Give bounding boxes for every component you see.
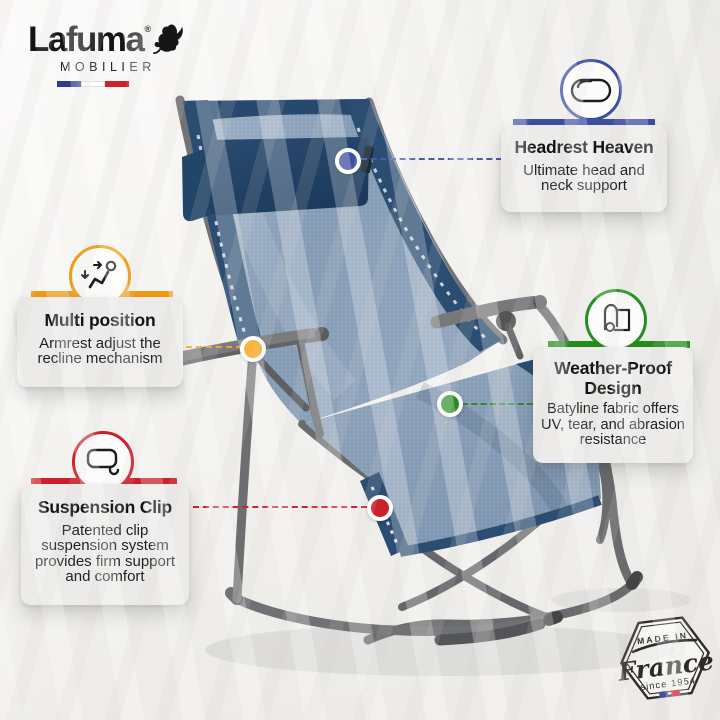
callout-title: Suspension Clip bbox=[37, 497, 173, 517]
recline-figure-icon bbox=[69, 245, 131, 307]
callout-title: Weather-Proof Design bbox=[554, 358, 672, 398]
badge-flag-red bbox=[671, 689, 681, 697]
fabric-roll-icon bbox=[585, 289, 647, 351]
flag-blue-stripe bbox=[57, 81, 81, 87]
french-flag bbox=[57, 81, 129, 87]
connector-line-suspension-clip bbox=[193, 506, 367, 508]
callout-card-weather-proof: Weather-Proof Design Batyline fabric off… bbox=[533, 347, 693, 463]
callout-card-suspension-clip: Suspension Clip Patented clip suspension… bbox=[21, 484, 189, 605]
brand-name: Lafuma bbox=[28, 20, 145, 59]
callout-card-headrest: Headrest Heaven Ultimate head and neck s… bbox=[501, 125, 667, 212]
callout-body: Ultimate head and neck support bbox=[523, 161, 645, 195]
accent-bar-headrest bbox=[513, 119, 655, 126]
feature-dot-suspension-clip bbox=[367, 495, 393, 521]
callout-title: Multi position bbox=[44, 310, 156, 330]
headrest-pillow-icon bbox=[560, 59, 622, 121]
connector-line-weather-proof bbox=[462, 403, 533, 405]
brand-subtitle: MOBILIER bbox=[60, 60, 156, 74]
connector-line-multi-position bbox=[186, 346, 242, 348]
connector-line-headrest bbox=[361, 158, 502, 160]
suspension-clip-icon bbox=[72, 431, 134, 493]
flag-white-stripe bbox=[81, 81, 105, 87]
callout-body: Armrest adjust the recline mechanism bbox=[37, 334, 163, 368]
brand-logo: Lafuma ® MOBILIER bbox=[28, 22, 198, 74]
feature-dot-weather-proof bbox=[437, 391, 463, 417]
feature-dot-multi-position bbox=[240, 336, 266, 362]
flag-red-stripe bbox=[105, 81, 129, 87]
leaf-icon bbox=[153, 24, 183, 54]
callout-card-multi-position: Multi position Armrest adjust the reclin… bbox=[17, 297, 183, 387]
callout-title: Headrest Heaven bbox=[514, 137, 654, 157]
trademark-symbol: ® bbox=[144, 24, 152, 34]
callout-body: Batyline fabric offers UV, tear, and abr… bbox=[541, 401, 685, 449]
callout-body: Patented clip suspension system provides… bbox=[34, 521, 176, 586]
feature-dot-headrest bbox=[335, 148, 361, 174]
badge-flag-blue bbox=[659, 690, 669, 698]
made-in-france-badge: MADE IN France since 1954 bbox=[616, 616, 715, 700]
